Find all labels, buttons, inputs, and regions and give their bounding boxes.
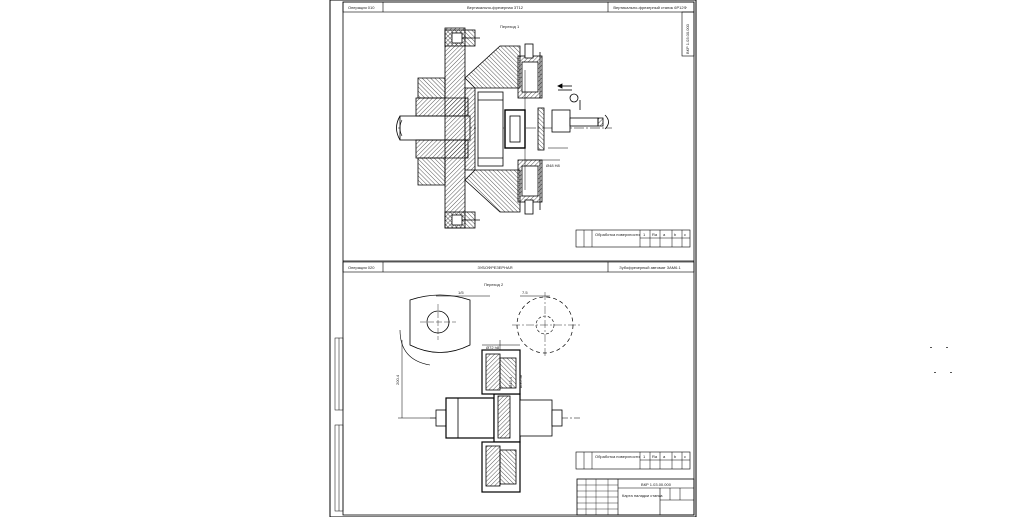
lower-hob-drawing	[398, 292, 580, 493]
lower-dim-mid1: Ø72 h8	[486, 345, 500, 350]
upper-setup-label: Переход 1	[500, 24, 520, 29]
upper-process-table: Обработка поверхности 1 Ra a b c	[575, 229, 691, 248]
lower-dim-top-left: 1/5	[458, 290, 464, 295]
lower-process-table: Обработка поверхности 1 Ra a b c	[575, 451, 691, 470]
lower-table-cell: b	[674, 454, 677, 459]
lower-dim-mid3: Ø30 h8	[518, 374, 523, 388]
upper-title: Вертикально-фрезерная 3Т12	[467, 5, 524, 10]
title-block	[576, 478, 695, 516]
title-block-code: ВКР 1.03.00.000	[641, 482, 672, 487]
upper-header: Операция 010 Вертикально-фрезерная 3Т12 …	[342, 1, 695, 13]
lower-table-cell: 1	[643, 454, 646, 459]
lower-setup-label: Переход 2	[484, 282, 504, 287]
upper-table-cell: a	[663, 232, 666, 237]
upper-table-header: Обработка поверхности	[595, 232, 640, 237]
upper-table-cell: 1	[643, 232, 646, 237]
lower-table-cell: a	[663, 454, 666, 459]
title-block-name: Карта наладки станка	[622, 493, 663, 498]
lower-table-cell: Ra	[652, 454, 658, 459]
upper-fixture-drawing	[396, 27, 612, 229]
lower-table-cell: c	[684, 454, 686, 459]
lower-dim-mid2: Ø43.4	[508, 376, 513, 388]
upper-side-stamp-box	[681, 11, 695, 57]
stray-marks	[930, 347, 952, 373]
lower-dim-top-right: 7.5	[522, 290, 528, 295]
upper-machine: Вертикально-фрезерный станок 6Р12Ф	[613, 5, 686, 10]
upper-dim-label: Ø48 H8	[546, 163, 561, 168]
upper-operation: Операция 010	[348, 5, 375, 10]
upper-table-cell: b	[674, 232, 677, 237]
upper-table-cell: c	[684, 232, 686, 237]
lower-dim-left: 200.4	[395, 374, 400, 385]
lower-title: ЗУБОФРЕЗЕРНАЯ	[477, 265, 512, 270]
upper-table-cell: Ra	[652, 232, 658, 237]
lower-header: Операция 020 ЗУБОФРЕЗЕРНАЯ Зубофрезерный…	[342, 261, 695, 273]
upper-side-stamp: ВКР 1.03.00.000	[685, 23, 690, 54]
lower-table-header: Обработка поверхности	[595, 454, 640, 459]
lower-left-stamp	[334, 337, 344, 512]
lower-operation: Операция 020	[348, 265, 375, 270]
lower-machine: Зубофрезерный автомат ЗАМ6.1	[619, 265, 681, 270]
